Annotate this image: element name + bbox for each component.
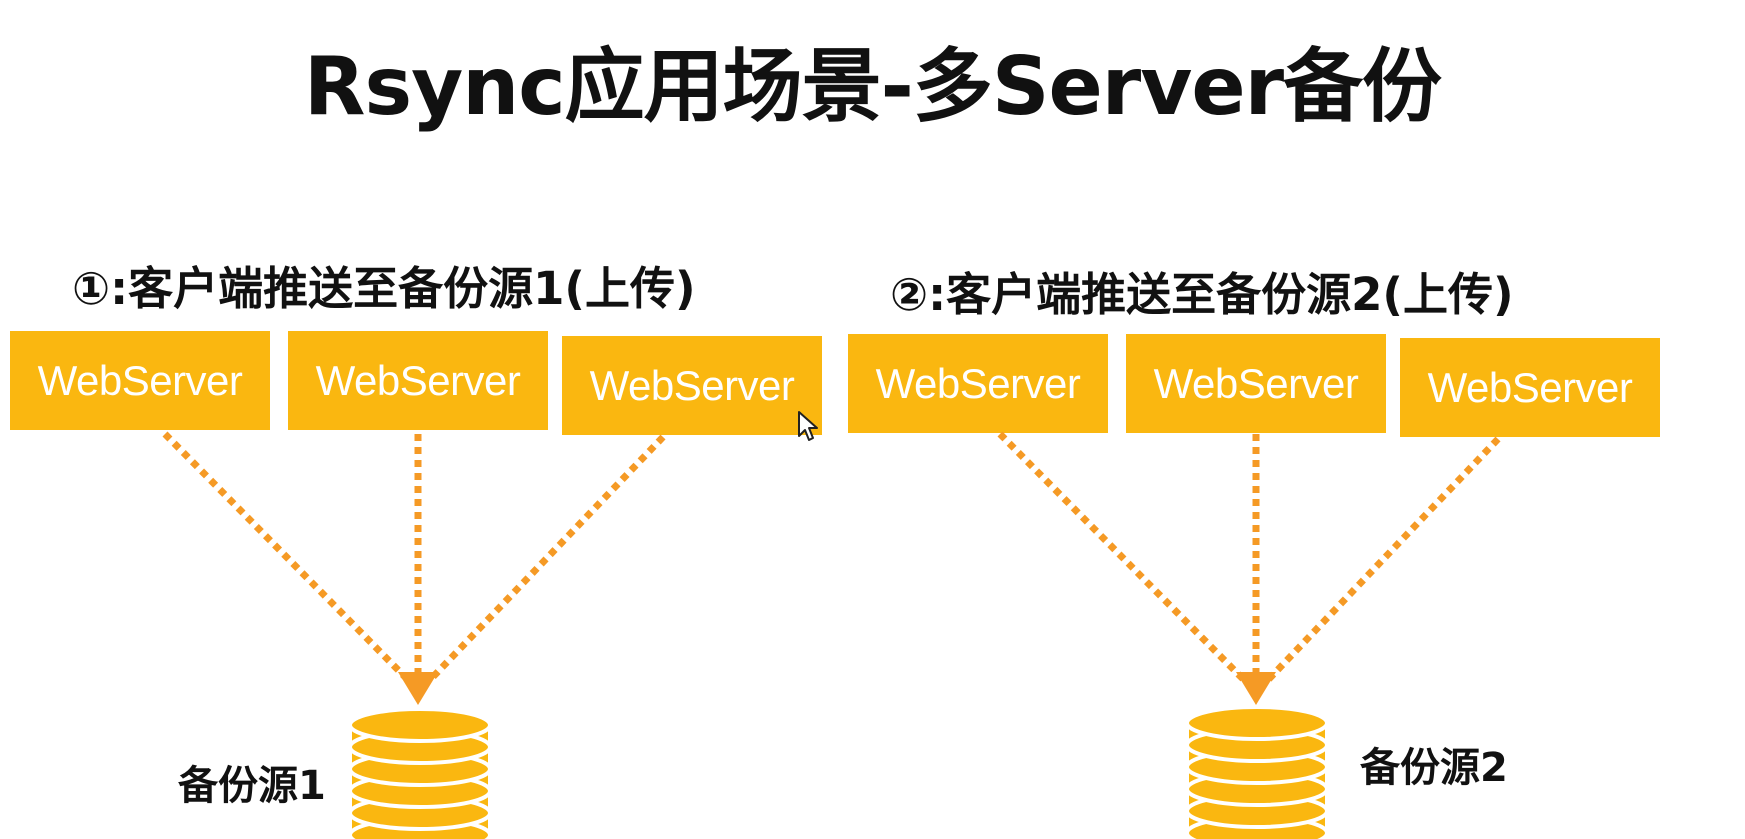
webserver-box: WebServer <box>10 331 270 430</box>
database-icon <box>348 707 492 839</box>
webserver-box: WebServer <box>848 334 1108 433</box>
arrow-head-icon <box>398 672 438 705</box>
database-2-label: 备份源2 <box>1360 745 1508 791</box>
arrow-head-icon <box>1236 672 1276 705</box>
arrow-line <box>427 434 666 683</box>
arrow-line <box>162 431 411 683</box>
group-1-heading: ①:客户端推送至备份源1(上传) <box>72 262 696 315</box>
webserver-box: WebServer <box>288 331 548 430</box>
webserver-box: WebServer <box>1126 334 1386 433</box>
arrow-lines <box>162 431 1501 683</box>
group-2-heading: ②:客户端推送至备份源2(上传) <box>890 268 1514 321</box>
database-icon <box>1185 705 1329 839</box>
arrow-line <box>1265 436 1501 683</box>
mouse-pointer-icon <box>798 411 818 441</box>
webserver-box: WebServer <box>1400 338 1660 437</box>
database-1-label: 备份源1 <box>178 763 326 809</box>
webserver-box: WebServer <box>562 336 822 435</box>
arrow-line <box>997 431 1247 683</box>
page-title: Rsync应用场景-多Server备份 <box>303 40 1442 133</box>
